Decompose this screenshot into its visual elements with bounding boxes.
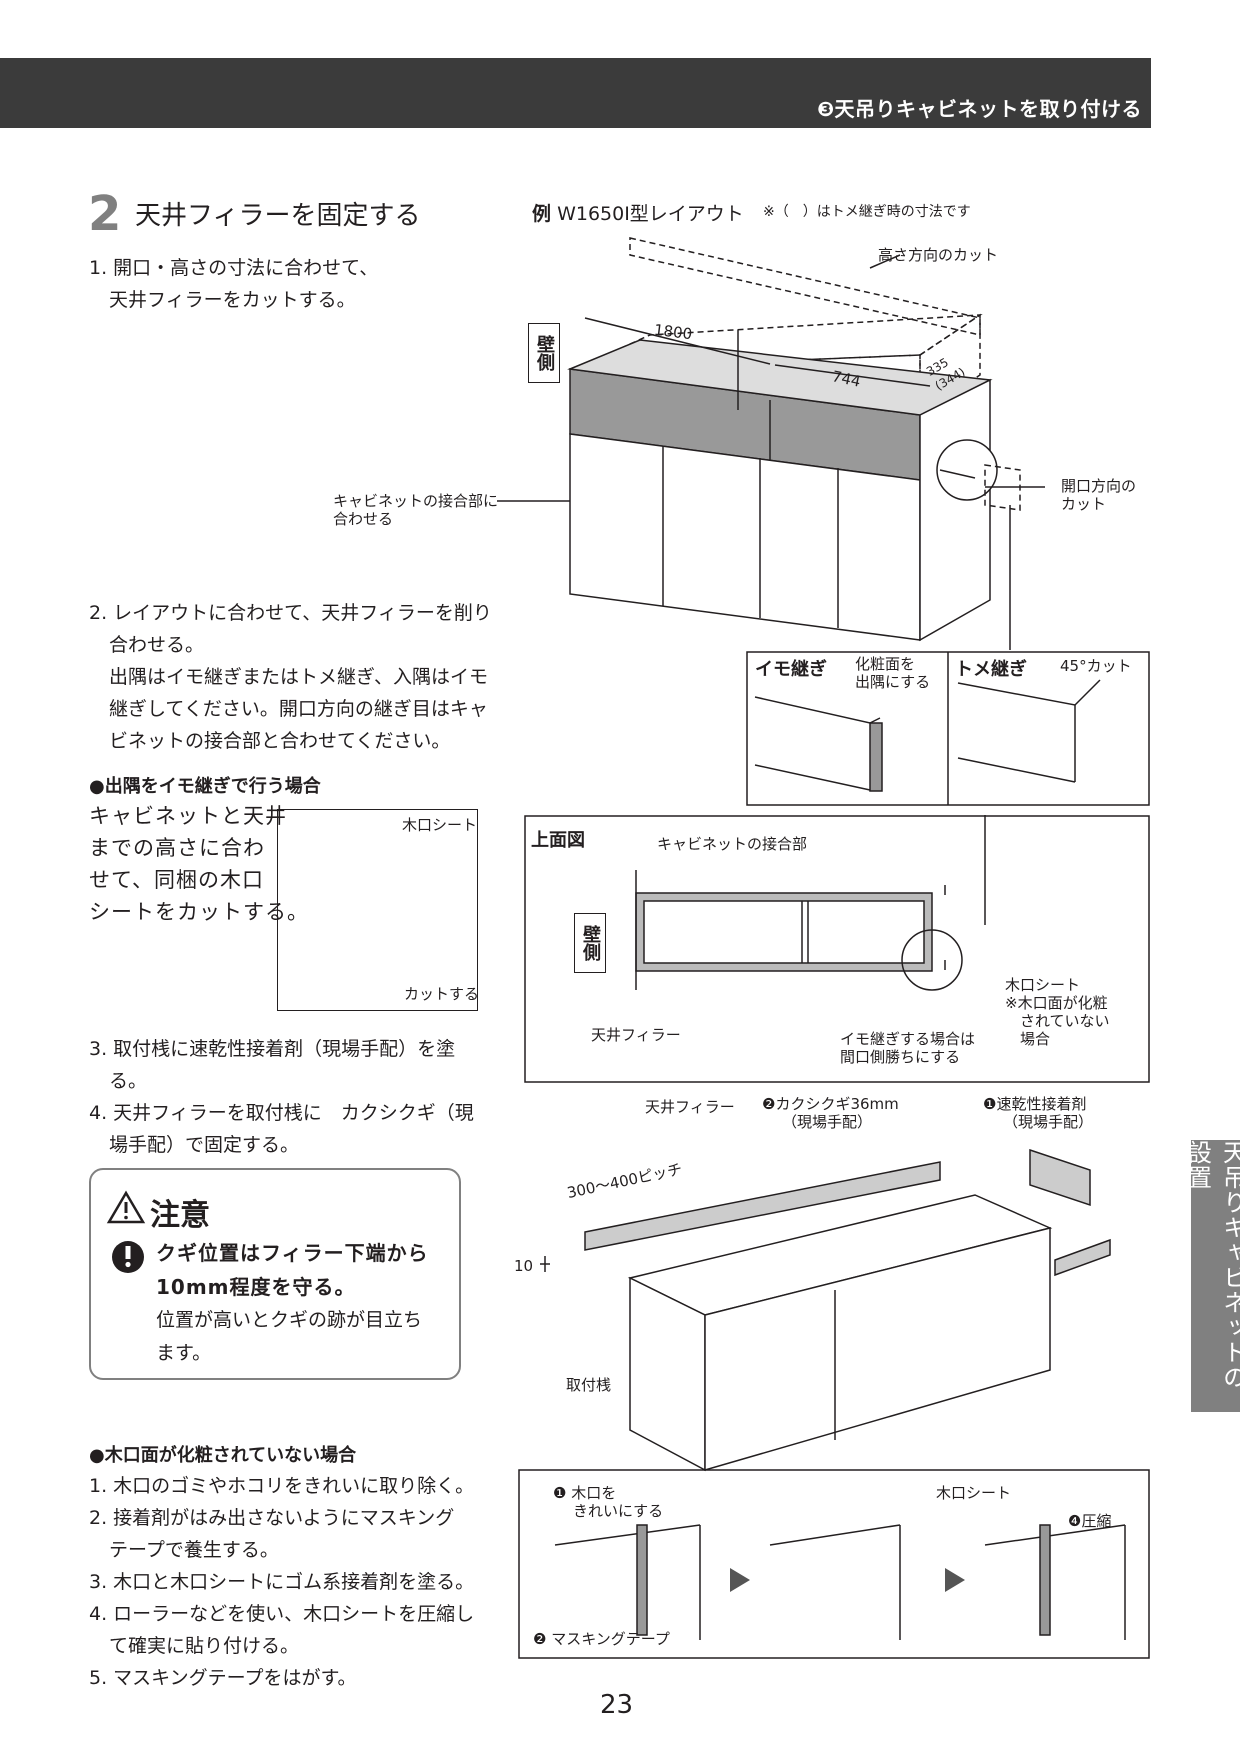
dimension-note: ※（ ）はトメ継ぎ時の寸法です (763, 204, 971, 220)
assembly-rail-label: 取付桟 (566, 1376, 612, 1394)
plan-sheet-label: 木口シート ※木口面が化粧 されていない 場合 (1005, 976, 1110, 1048)
koguchi-heading: ●木口面が化粧されていない場合 (89, 1445, 357, 1466)
dim-744: 744 (830, 367, 863, 391)
section-title: ❸天吊りキャビネットを取り付ける (817, 97, 1142, 121)
plan-filler-label: 天井フィラー (591, 1026, 681, 1044)
tome-joint-note: 45°カット (1060, 657, 1132, 675)
step-item-2: 2. レイアウトに合わせて、天井フィラーを削り 合わせる。 出隅はイモ継ぎまたは… (89, 602, 492, 752)
sheet-step4-label: ❹圧縮 (1068, 1512, 1112, 1530)
plan-joint-label: キャビネットの接合部 (657, 835, 808, 853)
assembly-10-label: 10 (514, 1257, 534, 1275)
assembly-nail-label: ❷カクシクギ36mm （現場手配） (762, 1095, 899, 1131)
open-cut-label: 開口方向の カット (1061, 477, 1137, 513)
sheet-step1-label: ❶ 木口を きれいにする (553, 1484, 664, 1520)
imo-joint-note: 化粧面を 出隅にする (855, 655, 931, 691)
joint-align-label: キャビネットの接合部に 合わせる (333, 492, 499, 528)
imo-fig-sheet-label: 木口シート (402, 816, 478, 834)
step-title: 天井フィラーを固定する (135, 201, 421, 231)
cabinet-layout-figure (497, 237, 1045, 650)
caution-text: 位置が高いとクギの跡が目立ち ます。 (156, 1309, 423, 1364)
plan-title: 上面図 (531, 830, 585, 851)
sheet-step3-label: 木口シート (936, 1484, 1012, 1502)
step-number: 2 (88, 186, 122, 242)
plan-imo-label: イモ継ぎする場合は 間口側勝ちにする (840, 1030, 976, 1066)
side-tab: 天吊りキャビネットの設置 (1184, 1140, 1240, 1412)
header-bar (0, 58, 1151, 128)
caution-box (89, 1168, 461, 1380)
assembly-pitch-label: 300〜400ピッチ (565, 1160, 684, 1202)
wall-side-badge: 壁側 (528, 323, 560, 383)
plan-wall-side-badge: 壁側 (574, 913, 606, 973)
koguchi-list: 1. 木口のゴミやホコリをきれいに取り除く。 2. 接着剤がはみ出さないようにマ… (89, 1475, 475, 1689)
imo-joint-title: イモ継ぎ (755, 659, 827, 680)
steps-3-4: 3. 取付桟に速乾性接着剤（現場手配）を塗 る。 4. 天井フィラーを取付桟に … (89, 1038, 474, 1156)
sheet-step2-label: ❷ マスキングテープ (533, 1630, 670, 1648)
step-item-1: 1. 開口・高さの寸法に合わせて、 天井フィラーをカットする。 (89, 257, 379, 311)
imo-text: キャビネットと天井 までの高さに合わ せて、同梱の木口 シートをカットする。 (89, 804, 309, 924)
imo-fig-cut-label: カットする (404, 985, 480, 1003)
example-label: 例 W1650I型レイアウト (532, 203, 744, 225)
caution-title: 注意 (150, 1198, 210, 1233)
assembly-filler-label: 天井フィラー (645, 1098, 735, 1116)
page-number: 23 (600, 1690, 634, 1720)
assembly-figure (540, 1148, 1111, 1472)
tome-joint-title: トメ継ぎ (955, 659, 1027, 680)
dim-1800: 1800 (653, 320, 694, 344)
imo-figure-frame (277, 809, 478, 1011)
imo-heading: ●出隅をイモ継ぎで行う場合 (89, 776, 321, 797)
caution-bold: クギ位置はフィラー下端から 10mm程度を守る。 (156, 1241, 429, 1299)
assembly-glue-label: ❶速乾性接着剤 （現場手配） (983, 1095, 1094, 1131)
height-cut-label: 高さ方向のカット (878, 246, 999, 264)
